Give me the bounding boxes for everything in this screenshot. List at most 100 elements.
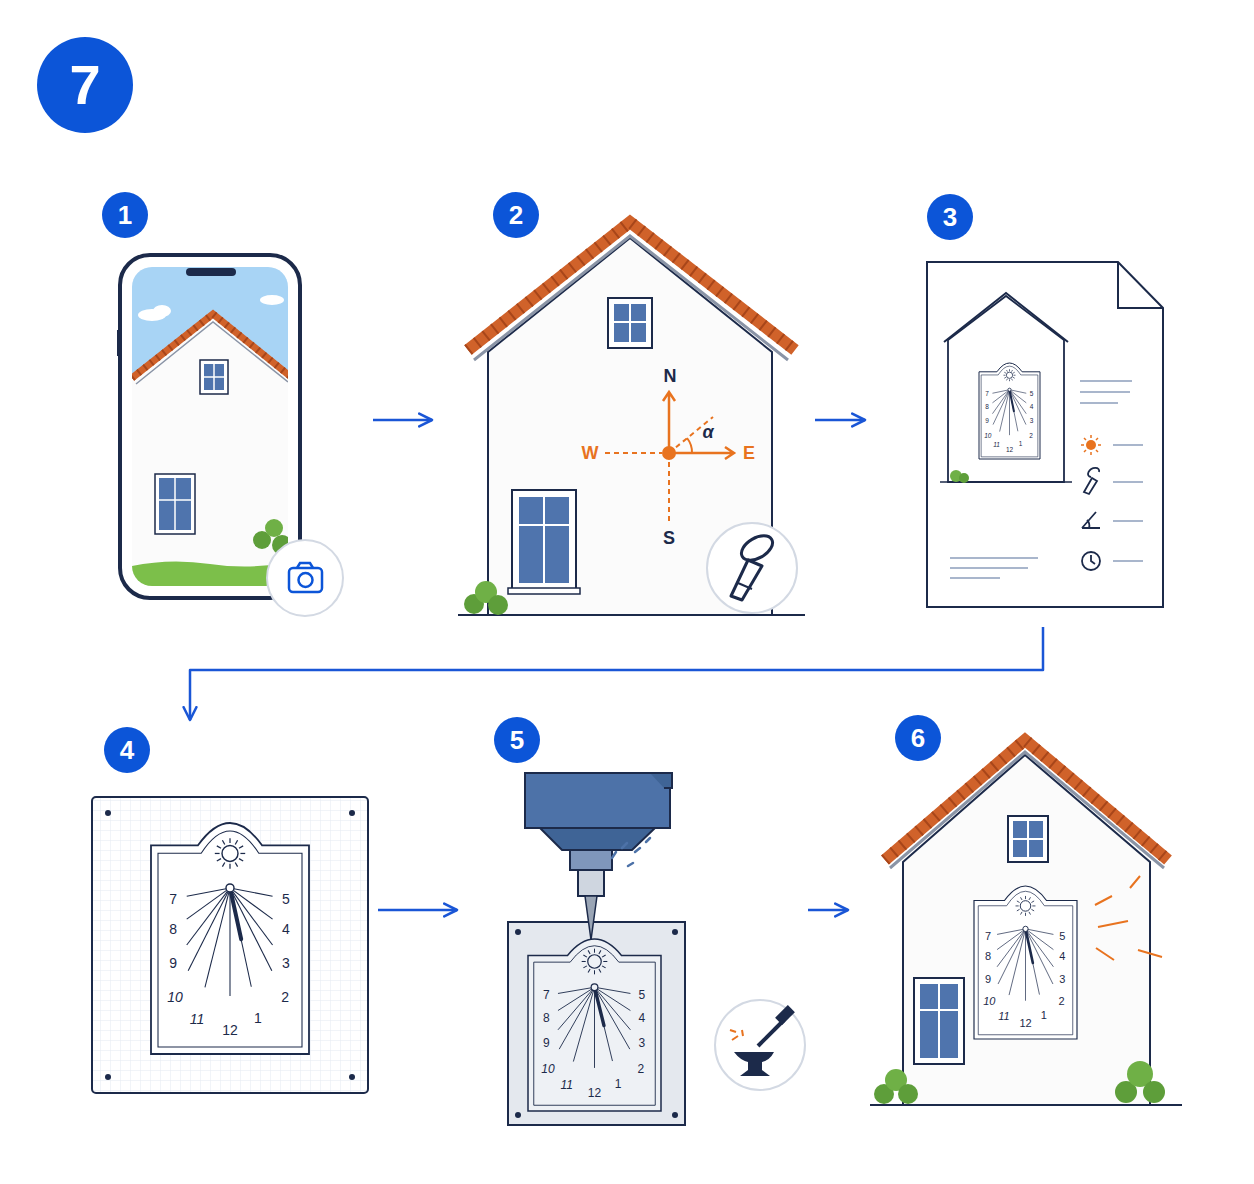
design-document-illustration-part [927,262,1163,607]
house-orientation-illustration-part [687,438,692,453]
sun-ray [1011,379,1013,381]
dial-outline [151,823,309,1054]
dial-outline [979,363,1040,459]
hour-number: 3 [638,1037,645,1049]
hour-line [1010,390,1027,394]
dial-inner-border [158,831,302,1047]
hour-number: 10 [167,990,183,1004]
sun-ray [1031,901,1034,903]
engraving-machine-illustration-part [775,1005,795,1025]
compass-label: E [743,444,755,462]
sun-ray [1006,370,1008,372]
house-orientation-illustration-part [614,304,646,342]
finished-house-illustration [870,740,1182,1105]
hour-number: 7 [985,931,991,942]
house-orientation-illustration-part [519,497,569,583]
house-orientation-illustration-part [488,595,508,615]
hour-line [594,987,595,1068]
sun-ray [1009,379,1010,381]
sun-ray [1014,375,1016,376]
dial-outline [528,939,661,1111]
hour-line [230,888,273,945]
hour-line [1025,929,1026,1001]
compass-label: α [702,423,713,441]
design-document-illustration-part [1091,555,1095,564]
design-document-illustration-part [959,473,969,483]
hour-number: 7 [543,989,550,1001]
phone-illustration-part-part [260,295,284,305]
hour-number: 8 [169,922,177,936]
design-document-illustration-part [950,558,1038,578]
sun-ray [217,859,221,861]
hour-number: 10 [541,1063,554,1075]
phone-illustration-part [267,540,343,616]
sun-emblem [1006,372,1012,378]
design-document-illustration-part [1080,381,1132,403]
sun-ray [1013,372,1015,374]
design-document-illustration-part [1082,552,1100,570]
sundial-face: 78910111212345 [527,938,662,1112]
house-orientation-illustration-part [468,222,795,350]
sundial-face: 78910111212345 [978,362,1041,460]
sun-ray [588,950,590,954]
sun-ray [1016,905,1019,906]
hour-line [1009,390,1010,435]
sun-ray [222,862,224,866]
sun-ray [603,961,607,962]
engraving-machine-illustration [508,773,805,1125]
hour-number: 7 [985,391,989,398]
house-orientation-illustration-part [468,222,795,350]
finished-house-illustration-part [1008,816,1048,862]
hour-number: 4 [282,922,290,936]
hour-number: 5 [1059,931,1065,942]
hour-line [188,888,230,971]
engraving-machine-illustration-part [540,828,655,850]
engraving-machine-illustration-part [715,1000,805,1090]
hour-number: 7 [169,892,177,906]
process-step: 478910111212345 [85,722,375,1100]
sun-ray [1029,912,1031,915]
hour-number: 9 [169,956,177,970]
phone-illustration-part-part [204,364,224,390]
engraving-machine-illustration-part [570,850,612,870]
hour-line [1026,929,1054,935]
sun-ray [602,966,606,968]
sun-ray [229,864,230,869]
phone-illustration-part [186,268,236,276]
finished-house-illustration-part [920,984,958,1058]
hour-number: 8 [543,1012,550,1024]
hour-number: 2 [1029,432,1033,439]
house-orientation-illustration-part [669,447,734,459]
hour-line [205,888,230,988]
sun-ray [599,950,601,954]
step-number: 2 [493,192,539,238]
sun-ray [583,966,587,968]
dial-drawing-sheet-part [349,1074,355,1080]
sun-ray [222,840,224,844]
gnomon-pivot [1008,388,1011,391]
hour-number: 11 [190,1012,205,1026]
hour-line [993,390,1009,425]
dial-inner-border [534,946,656,1106]
house-orientation-illustration-part [707,523,797,613]
compass-label: W [582,444,599,462]
finished-house-illustration-part [1143,1081,1165,1103]
hour-line [230,888,273,896]
sun-emblem [222,845,238,861]
hour-number: 2 [1059,996,1065,1007]
engraving-machine-illustration-part [585,896,597,940]
sun-ray [1004,372,1006,374]
dial-outline [974,886,1077,1039]
house-orientation-illustration-part [738,583,752,589]
hour-number: 10 [983,996,995,1007]
sun-ray [1032,905,1035,906]
process-step: 2 [435,188,812,620]
house-orientation-illustration-part [737,531,776,565]
hour-line [1026,929,1054,967]
hour-number: 3 [282,956,290,970]
hour-line [1010,390,1026,425]
design-document-illustration [927,262,1163,607]
engraving-machine-illustration-part [758,1020,784,1046]
phone-illustration-part [289,568,322,592]
